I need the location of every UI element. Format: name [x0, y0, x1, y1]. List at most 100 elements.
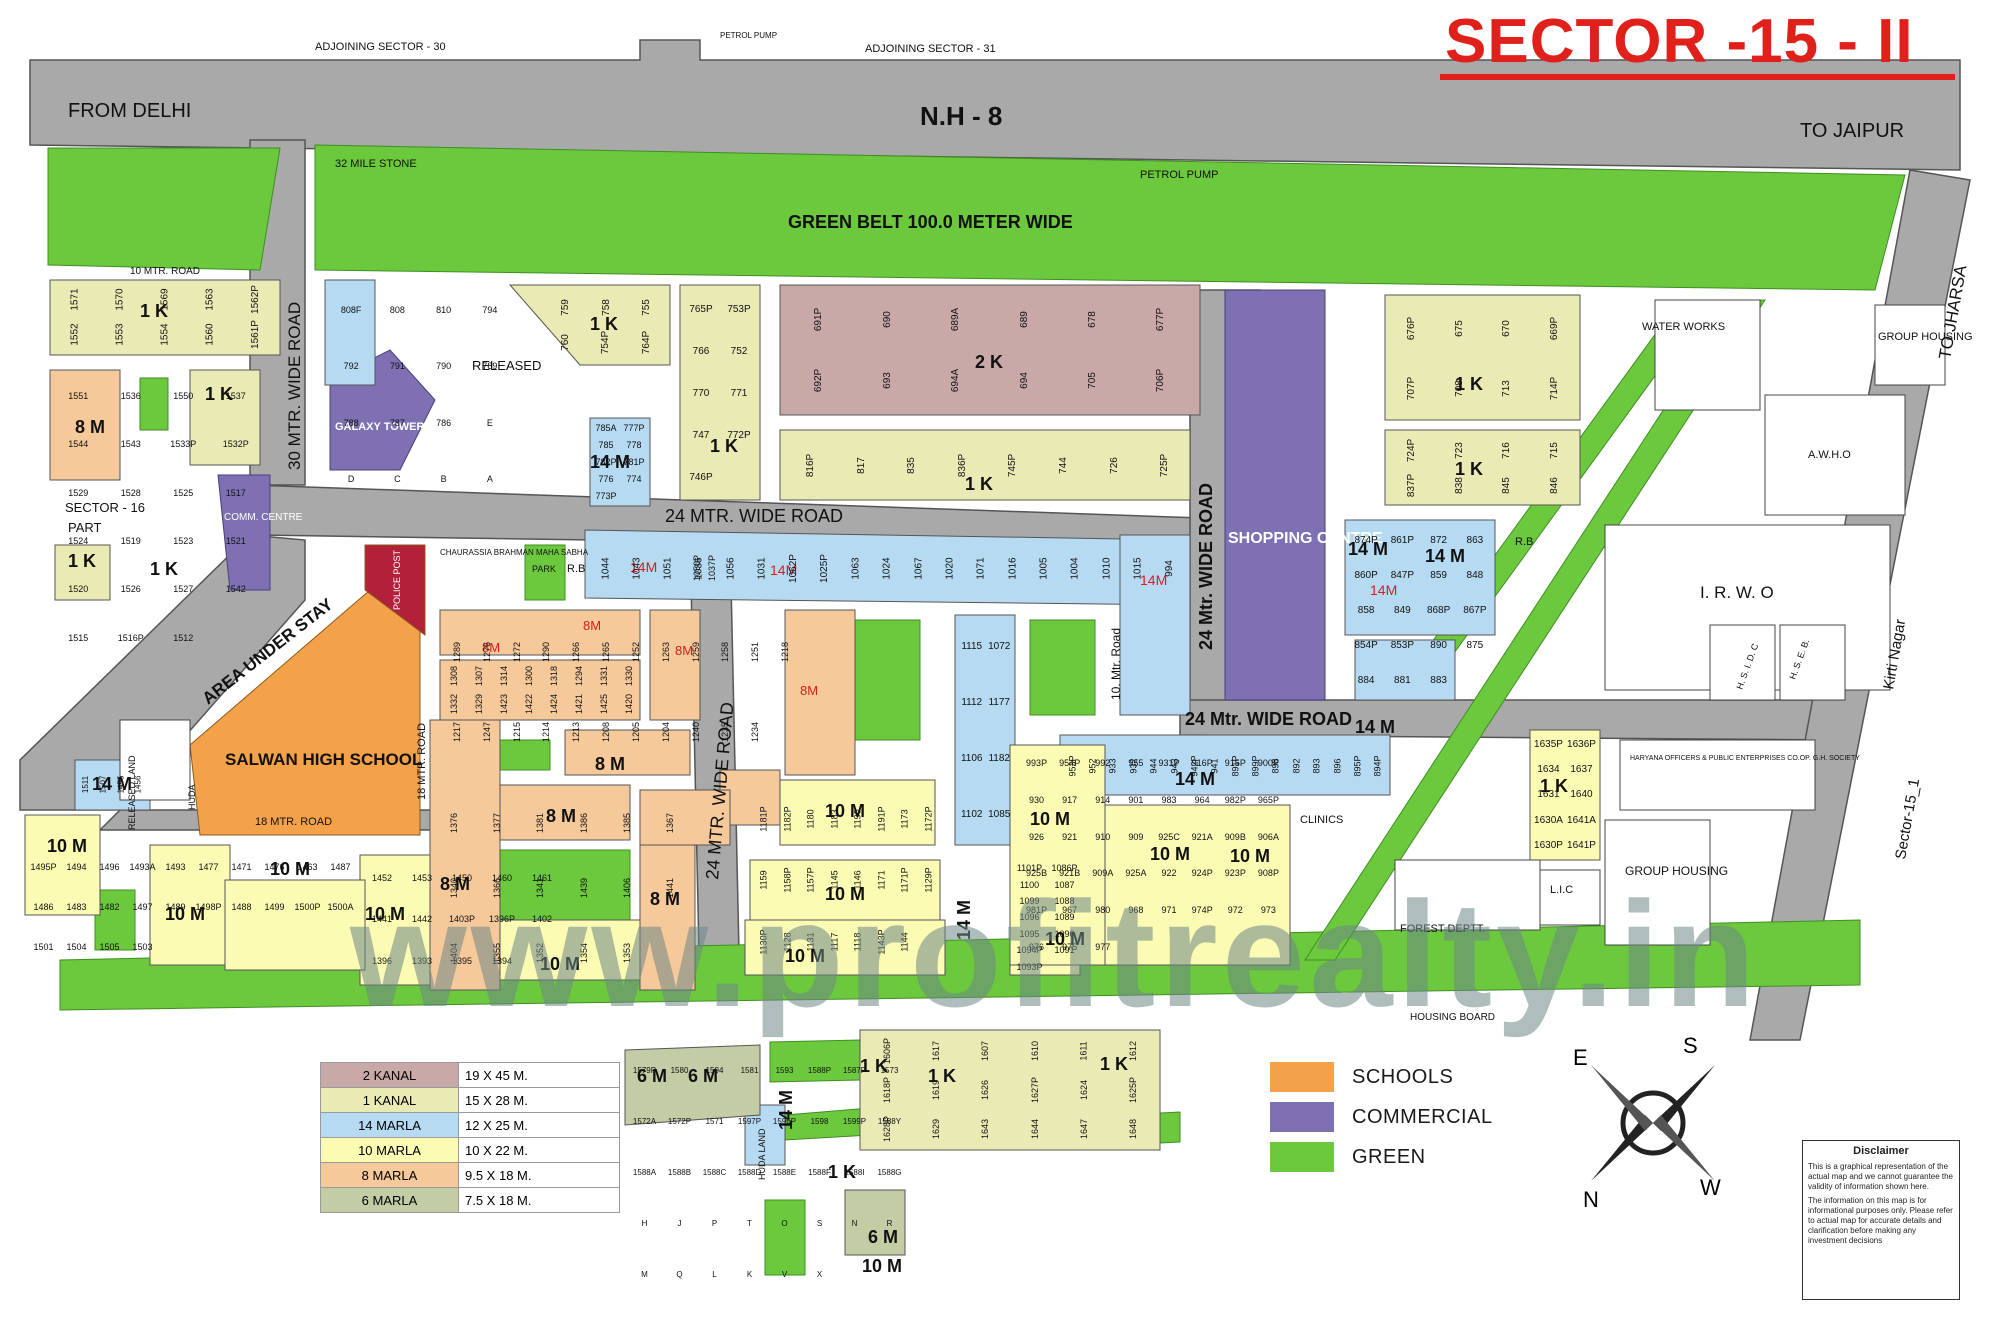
label-1k-r1: 1 K [1455, 374, 1483, 394]
map-title: SECTOR -15 - II [1445, 7, 1914, 76]
block-2kanal [779, 284, 1201, 416]
adjoining-sector-31: ADJOINING SECTOR - 31 [865, 43, 996, 55]
label-10m-8: 10 M [540, 954, 580, 974]
awho-label: A.W.H.O [1808, 449, 1851, 461]
label-14m-2: 14 M [1348, 539, 1388, 559]
label-6m-2: 6 M [688, 1066, 718, 1086]
released-land-label: RELEASED LAND [127, 755, 137, 830]
block-14m-2 [1119, 534, 1191, 716]
disclaimer-text-1: This is a graphical representation of th… [1808, 1161, 1953, 1191]
road-24m-lower-label: 24 Mtr. WIDE ROAD [1185, 709, 1352, 729]
label-10m-6: 10 M [1230, 846, 1270, 866]
block-8m-3 [649, 609, 701, 721]
petrol-pump-label: PETROL PUMP [1140, 169, 1218, 181]
galaxy-towers-label: GALAXY TOWERS [335, 421, 432, 433]
legend-plot-size: 7.5 X 18 M. [458, 1187, 620, 1213]
label-8m-red-4: 8M [800, 683, 818, 698]
legend-plot-type: 14 MARLA [320, 1112, 459, 1138]
sector-16-label: SECTOR - 16 [65, 500, 145, 515]
category-label: SCHOOLS [1352, 1066, 1454, 1088]
disclaimer-text-2: The information on this map is for infor… [1808, 1195, 1953, 1245]
green-bottom-5 [764, 1199, 806, 1276]
road-10m-label: 10 MTR. ROAD [130, 266, 200, 277]
adjoining-sector-30: ADJOINING SECTOR - 30 [315, 41, 446, 53]
legend-plot-type: 1 KANAL [320, 1087, 459, 1113]
road-30m-label: 30 MTR. WIDE ROAD [285, 302, 304, 470]
label-14m-red-4: 14M [1140, 572, 1167, 588]
label-14m-red-3: 14M [1370, 582, 1397, 598]
category-label: GREEN [1352, 1146, 1426, 1168]
legend-plot-type: 6 MARLA [320, 1187, 459, 1213]
block-10m-6 [359, 854, 431, 986]
marla14-blocks [74, 279, 1496, 1166]
label-14m-vertical: 14 M [954, 900, 974, 940]
shopping-centre-label: SHOPPING CENTRE [1228, 530, 1383, 547]
block-8m-11 [639, 789, 731, 846]
hsidc-label: H. S. I. D. C [1734, 642, 1760, 691]
housing-board-label: HOUSING BOARD [1410, 1012, 1495, 1023]
chaurassia-label: CHAURASSIA BRAHMAN MAHA SABHA [440, 548, 589, 557]
released-label: RELEASED [472, 358, 541, 373]
block-1k-row [779, 429, 1191, 501]
block-8m-2 [439, 659, 641, 721]
label-10m-12: 10 M [47, 836, 87, 856]
green-left [47, 147, 281, 271]
group-housing-bottom-label: GROUP HOUSING [1625, 864, 1728, 878]
block-10m-12 [1009, 744, 1106, 966]
label-14m-1: 14 M [590, 452, 630, 472]
legend-plot-size: 10 X 22 M. [458, 1137, 620, 1163]
label-10m-2: 10 M [825, 884, 865, 904]
petrol-pump-top: PETROL PUMP [720, 31, 777, 40]
other-plots [119, 299, 1946, 946]
block-14m-7 [1059, 734, 1391, 796]
category-label: COMMERCIAL [1352, 1106, 1493, 1128]
label-10m-4: 10 M [1030, 809, 1070, 829]
label-10m-7: 10 M [1045, 929, 1085, 949]
block-1k-mid [679, 284, 761, 501]
label-1k-mid: 1 K [710, 436, 738, 456]
category-swatch [1270, 1062, 1334, 1092]
block-14m-tl-col [324, 279, 376, 386]
label-6m-1: 6 M [637, 1066, 667, 1086]
road-10m-mtr-label: 10. Mtr. Road [1109, 628, 1123, 700]
group-housing-top-label: GROUP HOUSING [1878, 331, 1973, 343]
label-1k-bottom-3: 1 K [1100, 1054, 1128, 1074]
block-10m-2 [749, 859, 941, 921]
label-14m-bottom: 14 M [776, 1090, 796, 1130]
nh8-label: N.H - 8 [920, 101, 1002, 131]
salwan-high-school [189, 589, 421, 836]
legend-plot-size: 15 X 28 M. [458, 1087, 620, 1113]
haryana-officers-label: HARYANA OFFICERS & PUBLIC ENTERPRISES CO… [1630, 755, 1860, 762]
disclaimer-heading: Disclaimer [1853, 1145, 1909, 1157]
block-10m-11 [1529, 729, 1601, 861]
block-14m-4 [1354, 639, 1456, 701]
green-park-4 [499, 739, 551, 771]
irwo-label: I. R. W. O [1700, 583, 1774, 602]
label-8m-red-3: 8M [675, 643, 693, 658]
milestone-label: 32 MILE STONE [335, 158, 417, 170]
block-6m-1 [624, 1044, 761, 1126]
road-18m-label-1: 18 MTR. ROAD [255, 816, 332, 828]
rb-label-1: R.B [567, 563, 585, 575]
legend-plot-size: 12 X 25 M. [458, 1112, 620, 1138]
block-10m-1 [779, 779, 936, 846]
label-14m-4: 14 M [1175, 769, 1215, 789]
label-10m-10: 10 M [270, 859, 310, 879]
awho-plot [1764, 394, 1906, 516]
block-14m-5 [954, 614, 1016, 846]
label-1k-bottom-1: 1 K [860, 1056, 888, 1076]
comm-centre-label: COMM. CENTRE [224, 512, 303, 523]
block-8m-1 [439, 609, 641, 656]
forest-deptt-label: FOREST DEPTT. [1400, 923, 1485, 935]
green-park-5 [489, 849, 631, 921]
block-10m-5 [1094, 804, 1291, 966]
label-6m-3: 6 M [868, 1227, 898, 1247]
label-14m-5: 14 M [1355, 717, 1395, 737]
